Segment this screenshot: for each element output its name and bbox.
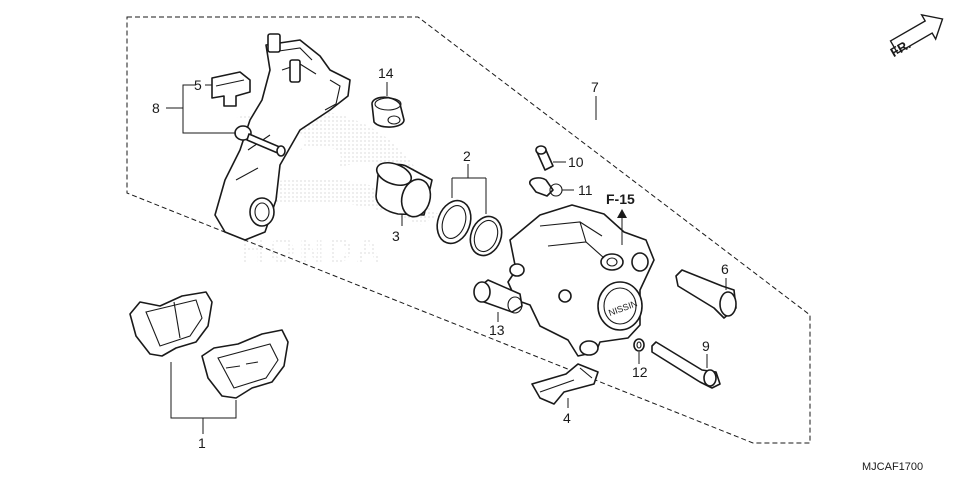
callout-12: 12 (632, 364, 648, 380)
caliper-slide-pin (675, 269, 737, 319)
pad-pin-clip (633, 338, 645, 352)
diagram-code: MJCAF1700 (862, 461, 923, 473)
callout-11: 11 (578, 182, 593, 198)
callout-labels: 1 2 3 4 5 6 7 8 9 10 11 12 13 14 F-15 MJ… (152, 65, 923, 473)
piston-seals (436, 199, 503, 257)
pad-pin (651, 341, 721, 389)
callout-6: 6 (721, 261, 729, 277)
callout-9: 9 (702, 338, 710, 354)
caliper-piston (375, 161, 433, 218)
slide-pin-bolt (473, 279, 523, 314)
bleeder-screw (535, 145, 554, 171)
callout-14: 14 (378, 65, 394, 81)
callout-3: 3 (392, 228, 400, 244)
pad-spring (531, 363, 599, 405)
front-direction-marker: FR. (888, 13, 944, 60)
callout-8: 8 (152, 100, 160, 116)
brake-pad-rear (201, 329, 289, 399)
bracket-pin (234, 125, 286, 157)
caliper-bracket (214, 33, 351, 241)
assembly-outline (126, 16, 811, 444)
brake-pad-front (129, 291, 213, 357)
callout-4: 4 (563, 410, 571, 426)
callout-1: 1 (198, 435, 206, 451)
callout-2: 2 (463, 148, 471, 164)
callout-5: 5 (194, 77, 202, 93)
callout-10: 10 (568, 154, 584, 170)
bleeder-cap (529, 177, 563, 197)
reference-label: F-15 (606, 191, 635, 207)
callout-13: 13 (489, 322, 505, 338)
caliper-body: NISSIN (507, 204, 655, 357)
leader-lines (166, 82, 727, 434)
watermark-text: HONDA (240, 232, 385, 270)
callout-7: 7 (591, 79, 599, 95)
pin-boot (371, 96, 405, 128)
pad-spring-clip (211, 71, 251, 107)
